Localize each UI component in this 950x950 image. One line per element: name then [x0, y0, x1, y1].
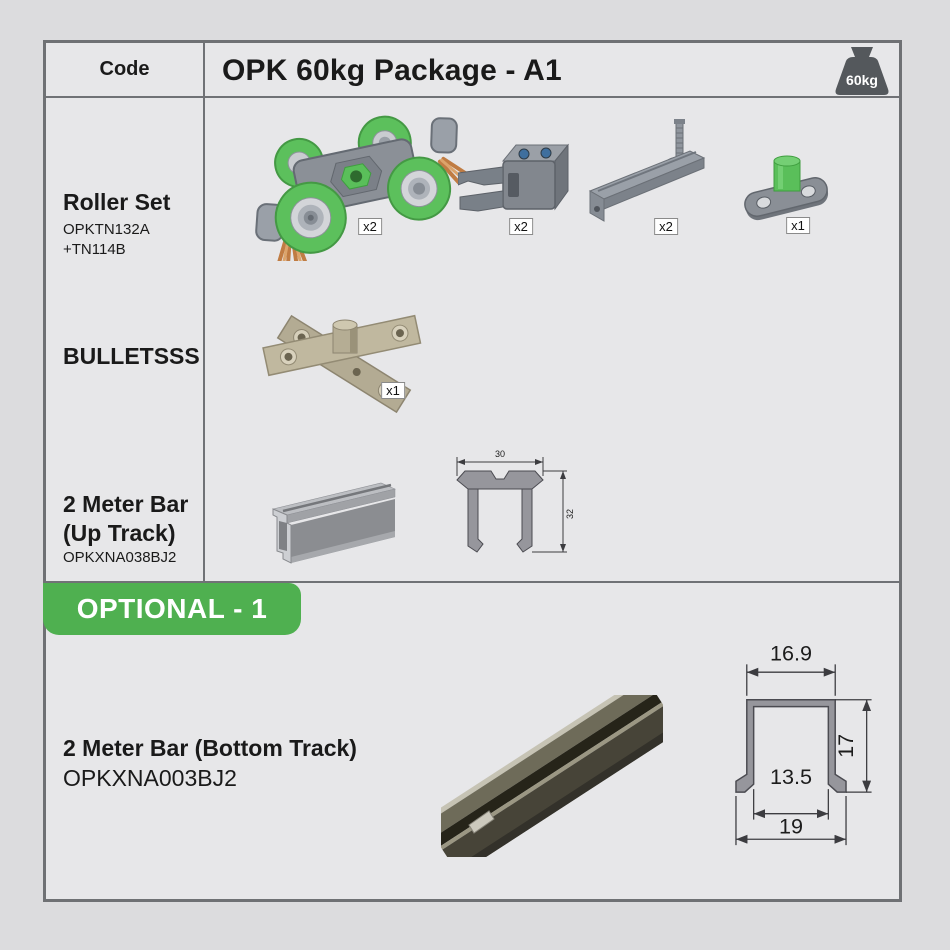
- header-divider: [46, 96, 899, 98]
- bottom-track-label: 2 Meter Bar (Bottom Track): [63, 735, 357, 761]
- bottom-track-drawing: 16.9 17 13.5 19: [735, 640, 872, 846]
- pivot-hinge-qty-badge: x1: [381, 382, 405, 399]
- roller-set-code2: +TN114B: [63, 241, 126, 258]
- optional-banner: OPTIONAL - 1: [43, 583, 301, 635]
- up-track-dim-width: 30: [495, 449, 505, 459]
- pivot-hinge-image: [262, 314, 422, 414]
- bottom-track-code: OPKXNA003BJ2: [63, 765, 237, 791]
- up-track-3d-image: [272, 482, 396, 564]
- mount-bracket-image: [588, 119, 706, 222]
- roller-set-qty-badge: x2: [358, 218, 382, 235]
- bullets-label: BULLETSSS: [63, 343, 200, 369]
- floor-guide-image: [744, 155, 829, 221]
- floor-guide-qty-badge: x1: [786, 217, 810, 234]
- roller-set-label: Roller Set: [63, 189, 171, 215]
- up-track-drawing: 30 32: [456, 449, 575, 553]
- weight-60kg-icon: 60kg: [835, 47, 889, 95]
- door-clamp-qty-badge: x2: [509, 218, 533, 235]
- bottom-track-dim-top: 16.9: [770, 640, 812, 665]
- code-header-cell: Code: [99, 58, 150, 80]
- up-track-code: OPKXNA038BJ2: [63, 549, 177, 566]
- door-clamp-image: [458, 143, 570, 212]
- package-title: OPK 60kg Package - A1: [222, 54, 562, 87]
- up-track-label-line2: (Up Track): [63, 520, 176, 546]
- up-track-dim-height: 32: [565, 509, 575, 519]
- bottom-track-dim-height: 17: [833, 734, 858, 758]
- roller-set-image: [255, 115, 467, 261]
- mount-bracket-qty-badge: x2: [654, 218, 678, 235]
- weight-badge-label: 60kg: [846, 72, 878, 88]
- section-divider: [46, 581, 899, 583]
- bottom-track-dim-outer: 19: [779, 813, 803, 838]
- label-column-divider: [203, 43, 205, 581]
- spec-table: Code OPK 60kg Package - A1 60kg Roller S…: [43, 40, 902, 902]
- bottom-track-dim-inner: 13.5: [770, 764, 812, 789]
- roller-set-code1: OPKTN132A: [63, 221, 150, 238]
- up-track-label-line1: 2 Meter Bar: [63, 491, 189, 517]
- bottom-track-image: [441, 695, 663, 857]
- optional-banner-label: OPTIONAL - 1: [76, 593, 268, 624]
